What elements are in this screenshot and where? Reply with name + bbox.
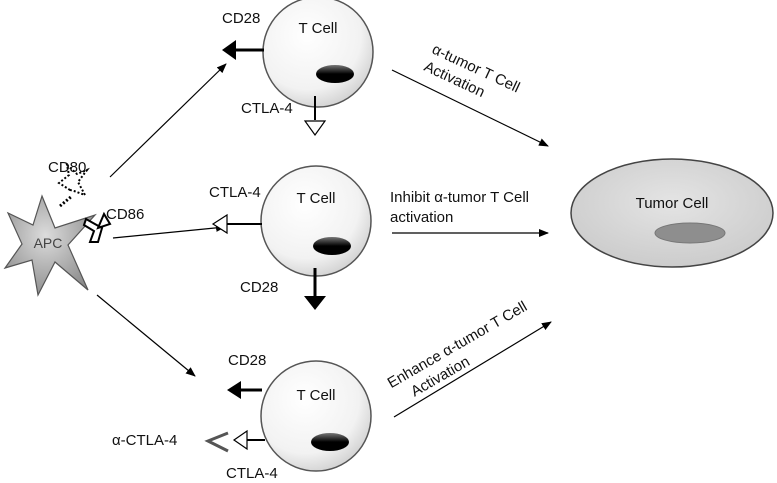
tcell-3-body	[260, 360, 372, 472]
outcome-2-label-line2: activation	[390, 209, 453, 226]
tcell-1-ctla4-arrow-icon	[303, 120, 327, 137]
outcome-1-label-group: α-tumor T Cell Activation	[421, 41, 522, 101]
tcell-3-label: T Cell	[297, 387, 336, 404]
outcome-3-label-line1: Enhance α-tumor T Cell	[385, 298, 531, 392]
tcell-3-cd28-arrow-icon	[227, 381, 241, 399]
tcell-3-ctla4-arrow-icon	[232, 429, 248, 451]
apc-star-shape	[3, 194, 97, 297]
tumor-nucleus	[654, 222, 726, 244]
anti-ctla4-label: α-CTLA-4	[112, 432, 177, 449]
tcell1-to-tumor-arrow	[391, 69, 549, 147]
tcell-1-cd28-label: CD28	[222, 10, 260, 27]
cd86-ligand: CD86	[82, 206, 144, 243]
tcell-1-label: T Cell	[299, 20, 338, 37]
tumor-cell: Tumor Cell	[570, 158, 774, 268]
tcell-1-ctla4-label: CTLA-4	[241, 100, 293, 117]
tcell-1-cd28-arrow-icon	[222, 40, 236, 60]
tcell-3-ctla4-label: CTLA-4	[226, 465, 278, 482]
tumor-cell-label: Tumor Cell	[636, 195, 709, 212]
cd80-stalk	[59, 194, 73, 208]
outcome-3-label-group: Enhance α-tumor T Cell Activation	[385, 298, 531, 400]
outcome-2-label-line1: Inhibit α-tumor T Cell	[390, 189, 529, 206]
cd80-label: CD80	[48, 159, 86, 176]
tcell-2-body	[260, 165, 372, 277]
apc-label: APC	[34, 235, 63, 251]
cd80-ligand: CD80	[48, 159, 90, 208]
tcell-3: T Cell CD28 CTLA-4 α-CTLA-4	[112, 352, 372, 482]
cd86-label: CD86	[106, 206, 144, 223]
cd86-receptor-icon	[82, 211, 112, 243]
tumor-cell-body	[570, 158, 774, 268]
apc-to-tcell1-arrow	[109, 63, 227, 178]
tcell-2-ctla4-arrow-icon	[211, 213, 228, 235]
tcell-2-label: T Cell	[297, 190, 336, 207]
tcell3-to-tumor-arrow	[393, 321, 552, 418]
tcell-2-ctla4-label: CTLA-4	[209, 184, 261, 201]
anti-ctla4-antibody-icon	[204, 431, 229, 453]
tcell-3-cd28-label: CD28	[228, 352, 266, 369]
apc-to-tcell2-arrow	[112, 223, 226, 239]
tcell-3-nucleus	[311, 433, 349, 451]
tcell-1-body	[262, 0, 374, 108]
tcell-2-cd28-label: CD28	[240, 279, 278, 296]
tcell-2-cd28-arrow-icon	[304, 296, 326, 310]
tcell-1: T Cell CD28 CTLA-4	[222, 0, 374, 137]
tcell-2: T Cell CTLA-4 CD28	[209, 165, 372, 310]
apc-to-tcell3-arrow	[96, 294, 196, 377]
tcell-2-nucleus	[313, 237, 351, 255]
tcell-1-nucleus	[316, 65, 354, 83]
apc-cell: APC	[3, 194, 97, 297]
